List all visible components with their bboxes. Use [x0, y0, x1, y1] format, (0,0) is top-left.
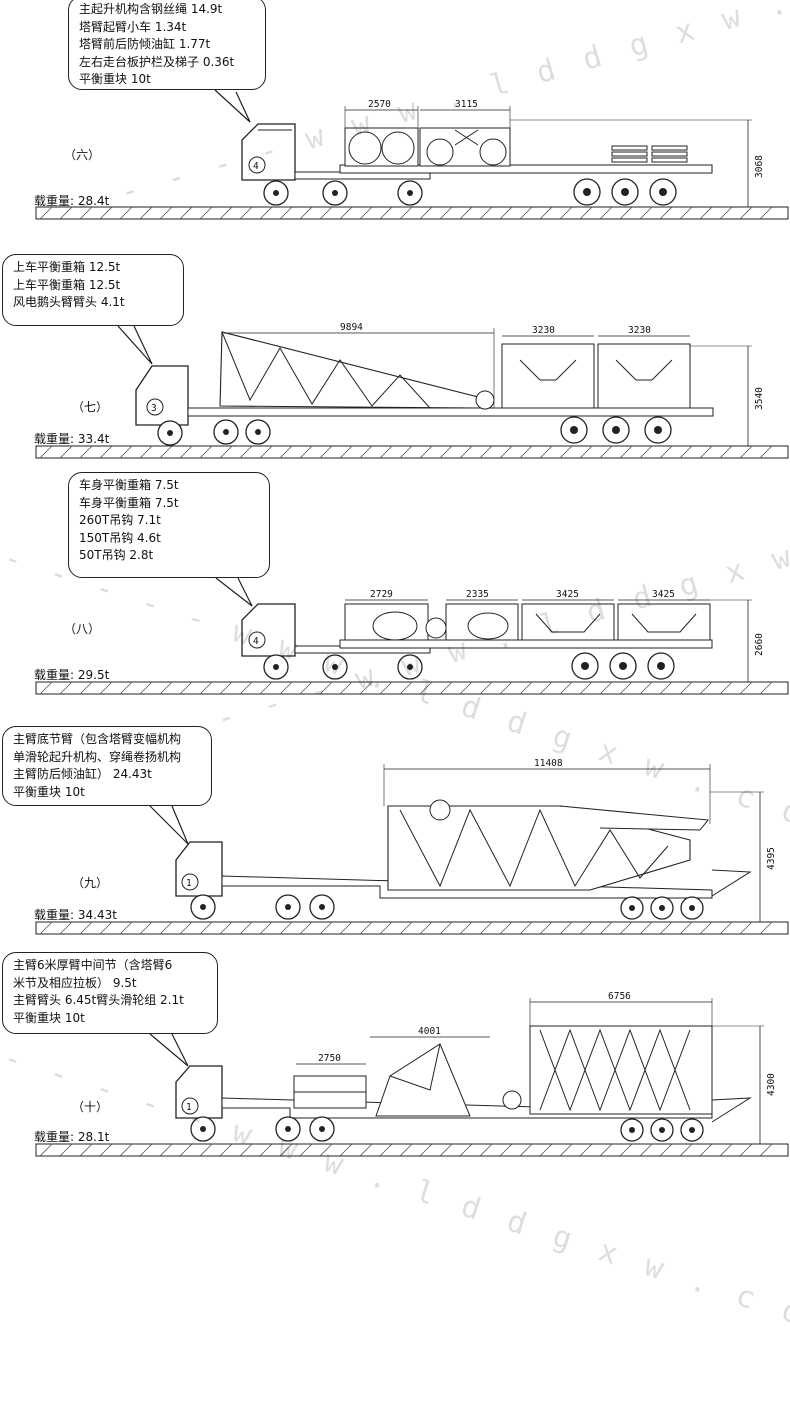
panel-index: （七）	[72, 400, 109, 414]
dimension-label: 4001	[418, 1026, 441, 1037]
height-label: 4300	[766, 1073, 777, 1096]
callout-line: 50T吊钩 2.8t	[79, 548, 154, 562]
height-label: 3540	[754, 387, 765, 410]
transport-drawing-7: 3 9894 3230 3230 3540	[35, 322, 789, 459]
truck-number: 3	[151, 403, 157, 414]
callout-line: 平衡重块 10t	[13, 1010, 85, 1025]
callout-10: 主臂6米厚臂中间节（含塔臂6 米节及相应拉板） 9.5t 主臂臂头 6.45t臂…	[2, 952, 218, 1034]
dimension-label: 11408	[534, 758, 563, 769]
dimension-label: 2750	[318, 1053, 341, 1064]
dimension-label: 2335	[466, 589, 489, 600]
transport-drawing-10: 1 2750 4001 6756 4300	[35, 991, 789, 1157]
panel-index: （十）	[72, 1100, 109, 1114]
dimension-label: 3230	[532, 325, 555, 336]
load-label: 载重量: 34.43t	[34, 908, 117, 922]
transport-drawing-6: 4 2570 3115 3068	[35, 89, 789, 220]
load-label: 载重量: 33.4t	[34, 432, 110, 446]
panel-6: 主起升机构含钢丝绳 14.9t 塔臂起臂小车 1.34t 塔臂前后防倾油缸 1.…	[0, 0, 790, 230]
panel-index: （八）	[64, 622, 101, 636]
dimension-label: 9894	[340, 322, 363, 333]
load-label: 载重量: 29.5t	[34, 668, 110, 682]
panel-9: 主臂底节臂（包含塔臂变幅机构 单滑轮起升机构、穿绳卷扬机构 主臂防后倾油缸） 2…	[0, 700, 790, 940]
dimension-label: 6756	[608, 991, 631, 1002]
callout-line: 单滑轮起升机构、穿绳卷扬机构	[13, 749, 182, 764]
load-label: 载重量: 28.1t	[34, 1130, 110, 1144]
callout-7: 上车平衡重箱 12.5t 上车平衡重箱 12.5t 风电鹅头臂臂头 4.1t	[2, 254, 184, 326]
load-label: 载重量: 28.4t	[34, 194, 110, 208]
callout-line: 车身平衡重箱 7.5t	[79, 478, 179, 492]
callout-line: 主臂6米厚臂中间节（含塔臂6	[13, 958, 173, 972]
dimension-label: 3425	[556, 589, 579, 600]
truck-number: 4	[253, 636, 259, 647]
truck-number: 4	[253, 161, 259, 172]
panel-index: （九）	[72, 876, 109, 890]
callout-line: 平衡重块 10t	[79, 72, 151, 86]
transport-drawing-9: 1 11408 4395	[35, 758, 789, 935]
callout-line: 上车平衡重箱 12.5t	[13, 277, 121, 292]
callout-9: 主臂底节臂（包含塔臂变幅机构 单滑轮起升机构、穿绳卷扬机构 主臂防后倾油缸） 2…	[2, 726, 212, 806]
dimension-label: 3425	[652, 589, 675, 600]
height-label: 3068	[754, 155, 765, 178]
callout-line: 米节及相应拉板） 9.5t	[13, 975, 137, 990]
height-label: 2660	[754, 633, 765, 656]
panel-index: （六）	[64, 148, 101, 162]
dimension-label: 3230	[628, 325, 651, 336]
callout-line: 上车平衡重箱 12.5t	[13, 260, 121, 274]
panel-10: 主臂6米厚臂中间节（含塔臂6 米节及相应拉板） 9.5t 主臂臂头 6.45t臂…	[0, 940, 790, 1157]
callout-line: 风电鹅头臂臂头 4.1t	[13, 295, 125, 309]
dimension-label: 3115	[455, 99, 478, 110]
callout-8: 车身平衡重箱 7.5t 车身平衡重箱 7.5t 260T吊钩 7.1t 150T…	[68, 472, 270, 578]
transport-drawing-8: 4 2729 2335 3425 3425 2660	[35, 577, 789, 695]
callout-line: 主臂底节臂（包含塔臂变幅机构	[13, 732, 182, 746]
callout-line: 主臂臂头 6.45t臂头滑轮组 2.1t	[13, 993, 184, 1007]
callout-line: 主起升机构含钢丝绳 14.9t	[79, 2, 223, 16]
truck-number: 1	[186, 878, 192, 889]
height-label: 4395	[766, 847, 777, 870]
callout-line: 左右走台板护栏及梯子 0.36t	[79, 54, 235, 69]
callout-6: 主起升机构含钢丝绳 14.9t 塔臂起臂小车 1.34t 塔臂前后防倾油缸 1.…	[68, 0, 266, 90]
callout-line: 平衡重块 10t	[13, 784, 85, 799]
callout-line: 主臂防后倾油缸） 24.43t	[13, 767, 152, 781]
dimension-label: 2729	[370, 589, 393, 600]
callout-line: 塔臂起臂小车 1.34t	[79, 19, 187, 34]
dimension-label: 2570	[368, 99, 391, 110]
truck-number: 1	[186, 1102, 192, 1113]
callout-line: 260T吊钩 7.1t	[79, 513, 161, 527]
callout-line: 塔臂前后防倾油缸 1.77t	[79, 37, 211, 51]
panel-8: 车身平衡重箱 7.5t 车身平衡重箱 7.5t 260T吊钩 7.1t 150T…	[0, 460, 790, 700]
callout-line: 车身平衡重箱 7.5t	[79, 495, 179, 510]
panel-7: 上车平衡重箱 12.5t 上车平衡重箱 12.5t 风电鹅头臂臂头 4.1t （…	[0, 230, 790, 460]
callout-line: 150T吊钩 4.6t	[79, 530, 161, 545]
